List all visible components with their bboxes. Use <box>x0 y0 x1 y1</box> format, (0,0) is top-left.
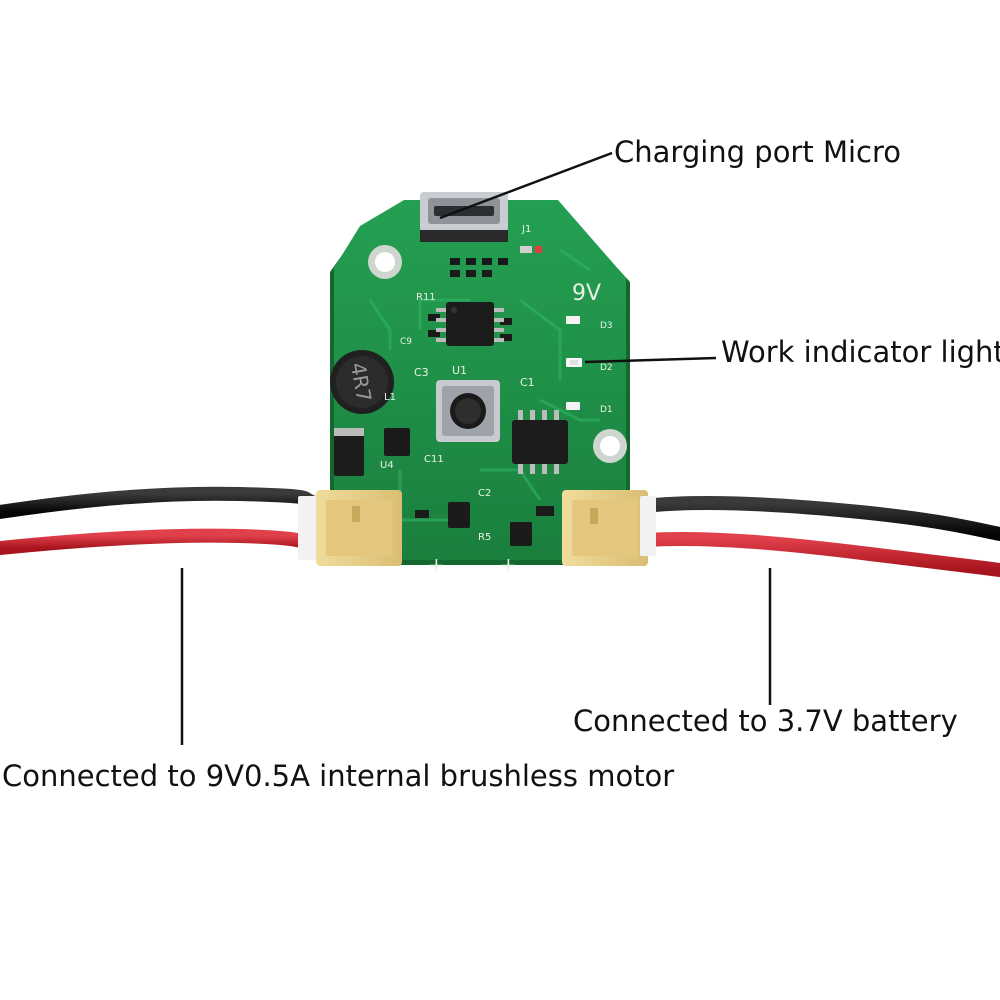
leader-lines <box>180 151 772 745</box>
silk-d3: D3 <box>600 321 613 331</box>
voltage-marking: 9V <box>572 281 601 306</box>
silk-c1: C1 <box>520 376 535 389</box>
silk-u4: U4 <box>380 460 394 471</box>
motor-label: Connected to 9V0.5A internal brushless m… <box>2 759 675 793</box>
silk-r11: R11 <box>416 292 436 303</box>
main-ic <box>436 302 504 346</box>
battery-connector <box>562 490 656 566</box>
smd-components <box>428 246 542 341</box>
silk-d1: D1 <box>600 405 613 415</box>
motor-wires <box>0 486 319 555</box>
silk-c9: C9 <box>400 337 412 347</box>
silk-l1: L1 <box>384 392 396 403</box>
silk-u1: U1 <box>452 364 467 377</box>
work-indicator-led <box>566 358 582 367</box>
silk-d2: D2 <box>600 363 613 373</box>
silk-plus-left: + <box>428 553 445 577</box>
mosfet <box>384 428 554 546</box>
battery-label: Connected to 3.7V battery <box>573 704 958 738</box>
silk-r5: R5 <box>478 532 491 543</box>
mounting-hole <box>593 429 627 463</box>
silk-c11: C11 <box>424 454 444 465</box>
motor-connector <box>298 490 402 566</box>
push-button <box>436 380 500 442</box>
led-d3 <box>566 316 580 324</box>
leader-indicator <box>584 356 717 364</box>
driver-ic <box>512 410 568 474</box>
micro-usb-port <box>420 192 508 242</box>
silk-plus-right: + <box>500 553 517 577</box>
silk-c2: C2 <box>478 488 491 499</box>
battery-wires <box>638 496 1000 577</box>
charging-port-label: Charging port Micro <box>614 135 901 169</box>
led-d1 <box>566 402 580 410</box>
silk-j1: J1 <box>521 224 531 235</box>
silk-c3: C3 <box>414 366 429 379</box>
mounting-hole <box>368 245 402 279</box>
leader-charging <box>439 151 613 220</box>
work-indicator-label: Work indicator light <box>721 335 1000 369</box>
power-diode <box>334 428 364 476</box>
inductor: 4R7 <box>330 350 394 414</box>
